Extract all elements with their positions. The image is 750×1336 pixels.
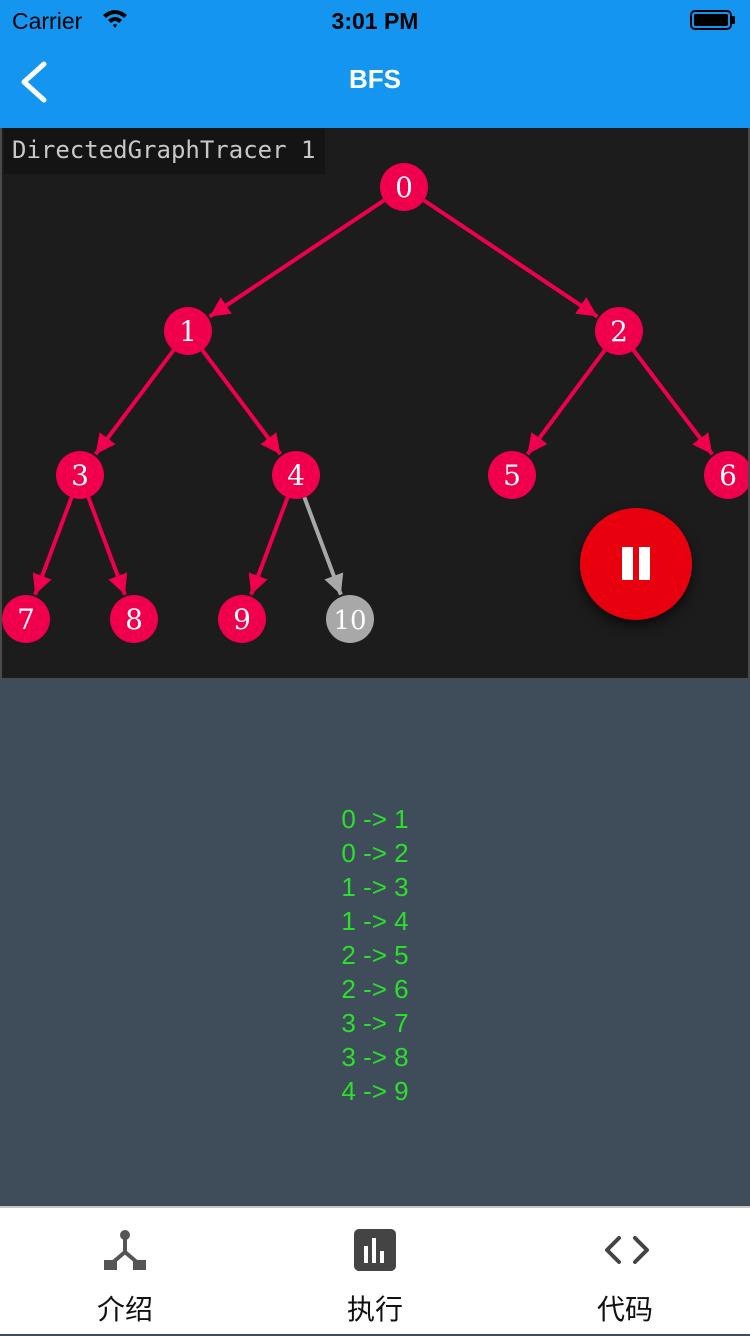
- log-line: 4 -> 9: [341, 1076, 409, 1106]
- graph-node-label: 7: [17, 603, 35, 636]
- tab-execute[interactable]: 执行: [250, 1208, 500, 1336]
- graph-node-label: 0: [395, 171, 413, 204]
- graph-edge-1-3: [93, 348, 176, 456]
- log-line: 2 -> 5: [341, 940, 409, 970]
- log-line: 1 -> 3: [341, 872, 409, 902]
- graph-node-label: 1: [179, 315, 197, 348]
- log-line: 1 -> 4: [341, 906, 409, 936]
- graph-edge-2-5: [525, 349, 607, 456]
- graph-edge-4-10: [302, 496, 344, 596]
- graph-node-5: 5: [488, 451, 536, 499]
- graph-node-6: 6: [704, 451, 748, 499]
- graph-edge-0-2: [422, 198, 599, 319]
- graph-node-label: 9: [233, 603, 251, 636]
- battery-icon: [690, 10, 735, 30]
- status-time: 3:01 PM: [331, 8, 419, 34]
- graph-edge-3-7: [32, 496, 74, 596]
- log-line: 3 -> 7: [341, 1008, 409, 1038]
- tab-bar: 介绍 执行 代码: [0, 1206, 750, 1334]
- graph-node-label: 4: [287, 459, 305, 492]
- pause-button[interactable]: [580, 508, 692, 620]
- chart-bars-icon: [354, 1229, 396, 1271]
- graph-node-label: 10: [333, 606, 366, 636]
- graph-node-10: 10: [326, 595, 374, 643]
- graph-node-label: 3: [71, 459, 89, 492]
- graph-node-1: 1: [164, 307, 212, 355]
- log-line: 3 -> 8: [341, 1042, 409, 1072]
- back-arrow-icon[interactable]: [14, 60, 54, 104]
- directed-graph-tracer: 0 1 2 3 4 5 6 7 8 9 10 DirectedGraphTracer 1: [0, 128, 750, 680]
- graph-node-9: 9: [218, 595, 266, 643]
- status-bar: Carrier 3:01 PM: [0, 0, 750, 40]
- graph-node-label: 6: [719, 459, 737, 492]
- tab-code-label: 代码: [596, 1293, 653, 1326]
- graph-node-label: 5: [503, 459, 521, 492]
- tab-execute-label: 执行: [346, 1293, 403, 1326]
- log-line: 0 -> 1: [341, 804, 409, 834]
- log-list: 0 -> 1 0 -> 2 1 -> 3 1 -> 4 2 -> 5 2 -> 6 3 ->…: [0, 802, 750, 1108]
- page-title: BFS: [349, 64, 401, 94]
- tab-code[interactable]: 代码: [500, 1208, 750, 1336]
- graph-edge-0-1: [208, 198, 386, 319]
- graph-edge-2-6: [631, 348, 714, 456]
- graph-node-4: 4: [272, 451, 320, 499]
- graph-edge-4-9: [248, 496, 290, 596]
- log-line: 2 -> 6: [341, 974, 409, 1004]
- graph-canvas: 0 1 2 3 4 5 6 7 8 9 10: [2, 163, 748, 643]
- graph-node-7: 7: [2, 595, 50, 643]
- graph-edge-1-4: [200, 348, 282, 456]
- intro-graph-icon: [104, 1230, 146, 1270]
- graph-node-3: 3: [56, 451, 104, 499]
- graph-node-8: 8: [110, 595, 158, 643]
- graph-node-label: 8: [125, 603, 143, 636]
- graph-node-label: 2: [610, 315, 628, 348]
- wifi-icon: [103, 10, 127, 28]
- code-brackets-icon: [605, 1236, 649, 1264]
- tab-intro[interactable]: 介绍: [0, 1208, 250, 1336]
- navigation-bar: BFS: [0, 40, 750, 128]
- graph-edge-3-8: [86, 496, 128, 596]
- log-panel: 0 -> 1 0 -> 2 1 -> 3 1 -> 4 2 -> 5 2 -> 6 3 ->…: [0, 680, 750, 1206]
- graph-node-2: 2: [595, 307, 643, 355]
- carrier-label: Carrier: [12, 8, 83, 34]
- tracer-title: DirectedGraphTracer 1: [4, 128, 326, 174]
- graph-node-0: 0: [380, 163, 428, 211]
- tab-intro-label: 介绍: [96, 1293, 153, 1326]
- log-line: 0 -> 2: [341, 838, 409, 868]
